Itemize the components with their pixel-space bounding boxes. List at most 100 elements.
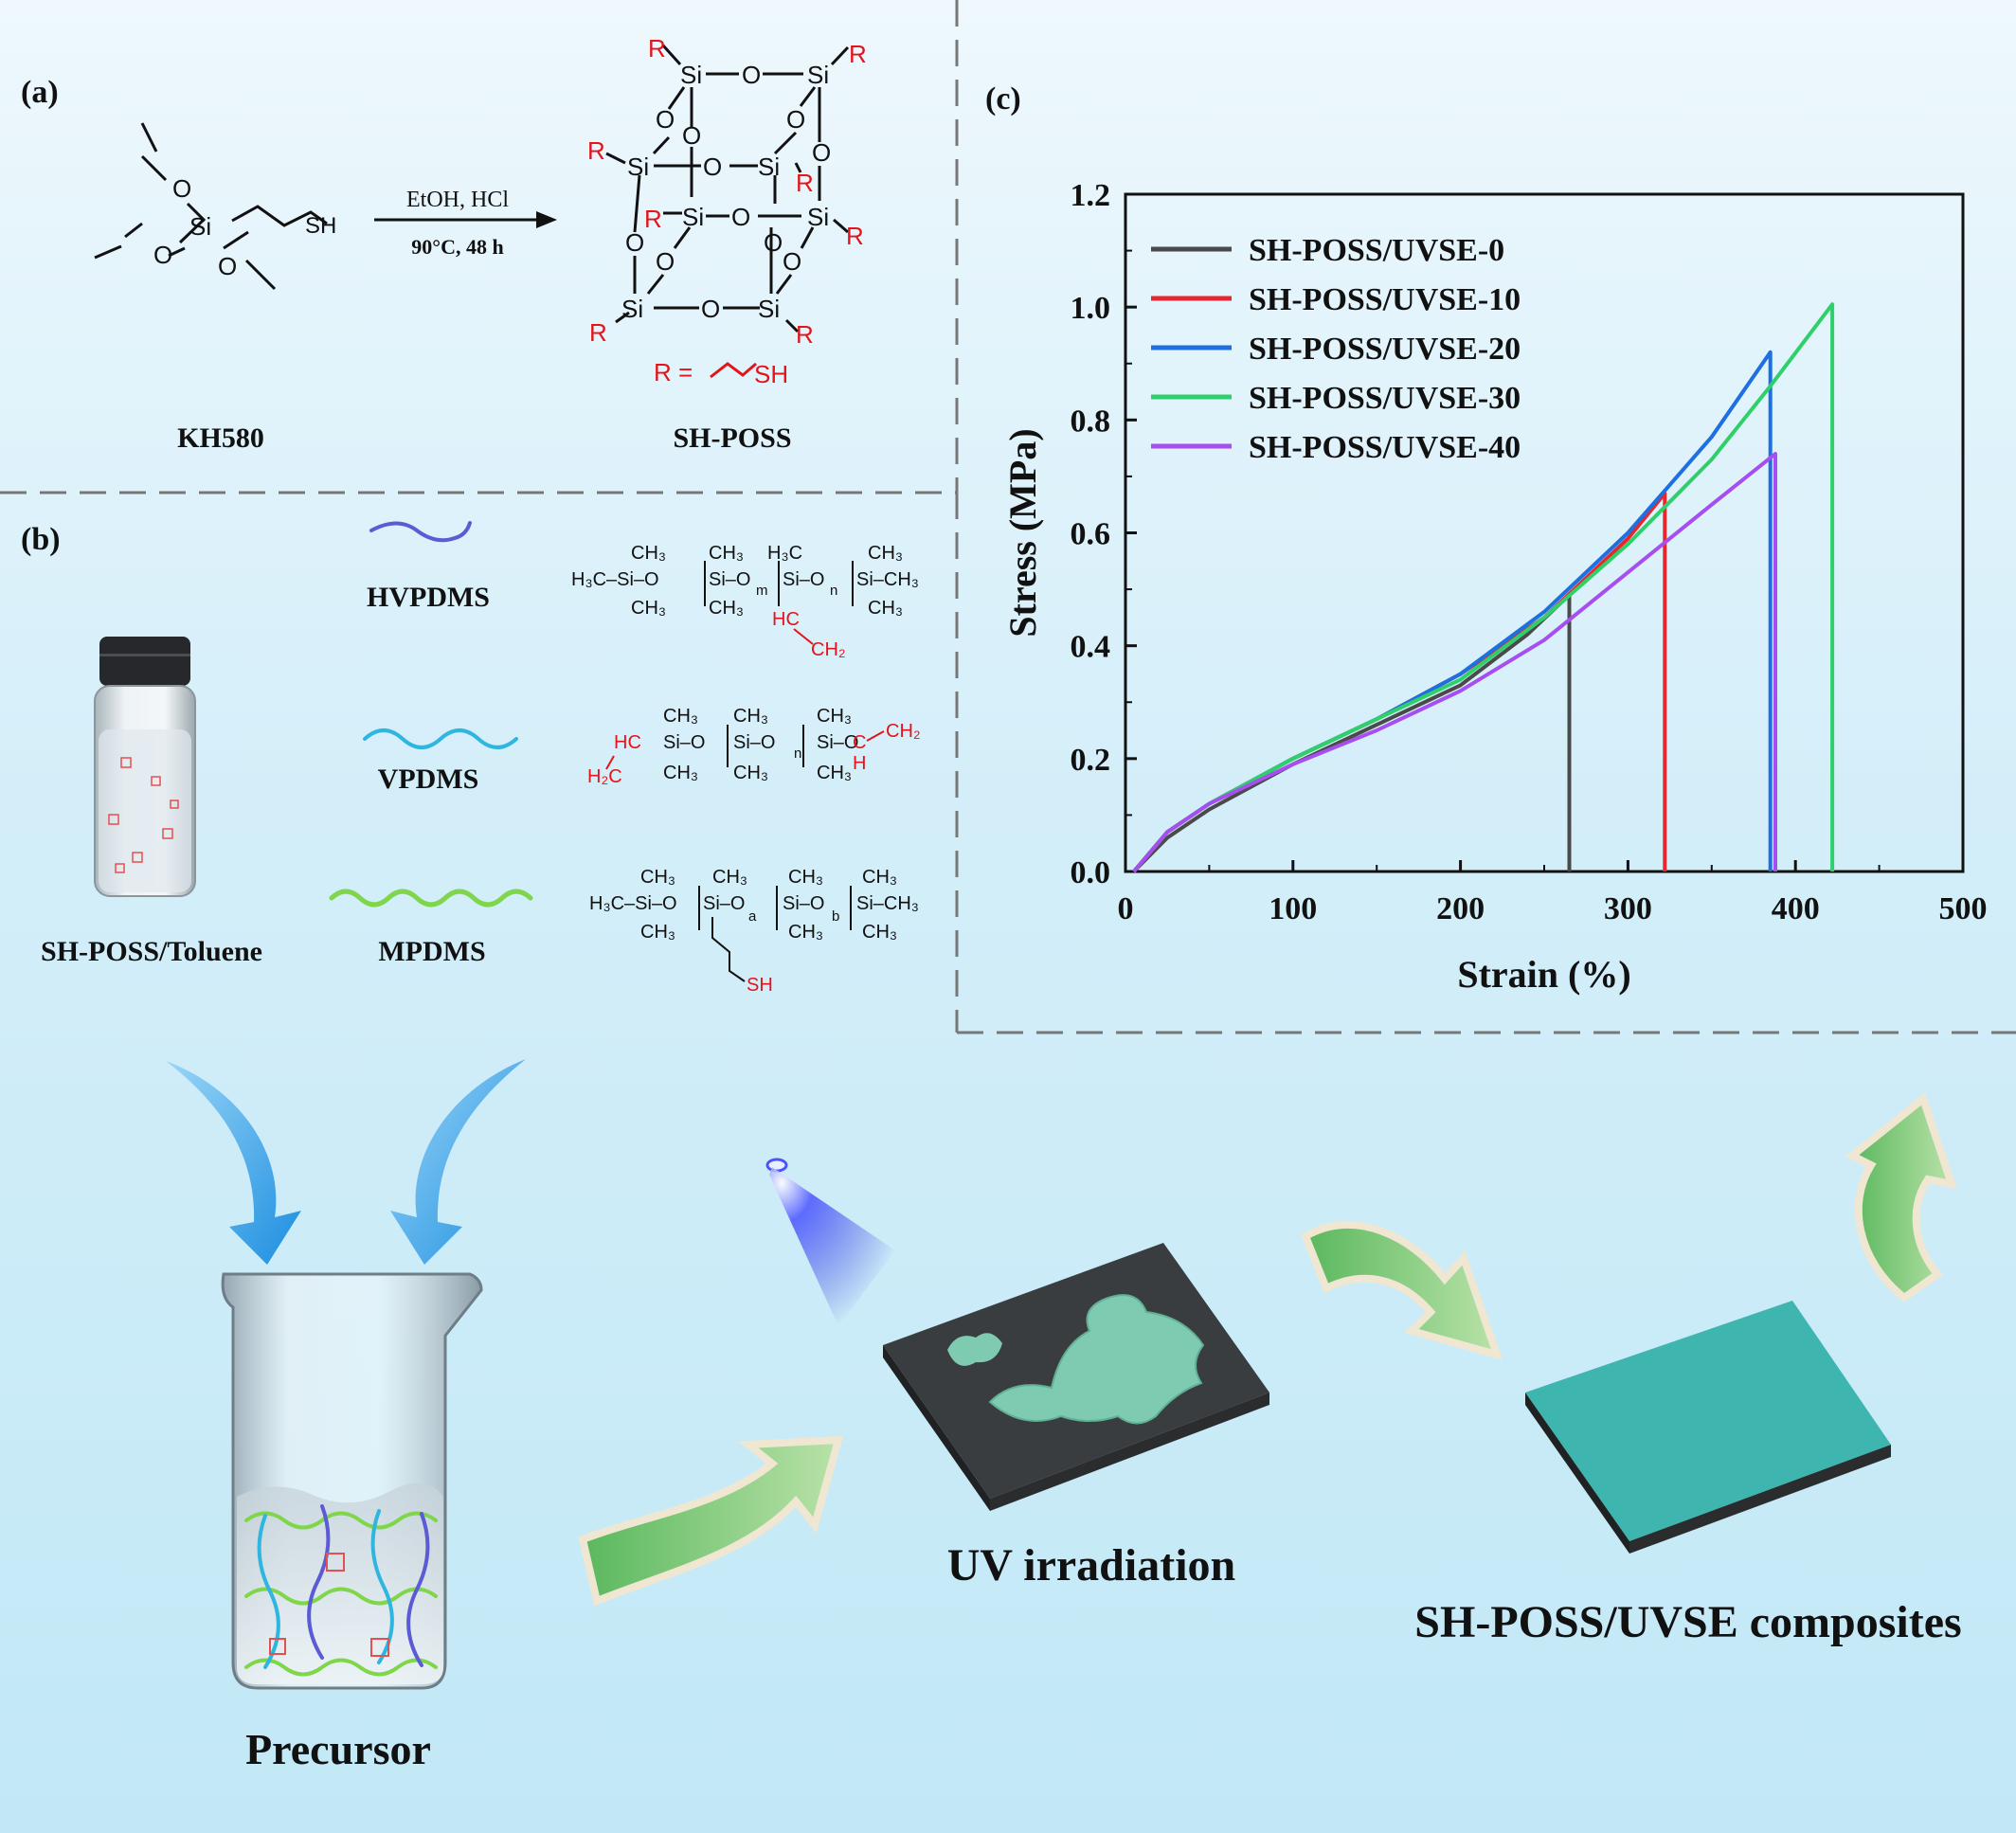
hvpdms-ch3-top: CH₃: [631, 543, 666, 564]
hvpdms-mid2: Si–O: [783, 569, 824, 590]
cage-si: Si: [758, 295, 780, 323]
cage-si: Si: [807, 203, 829, 231]
blue-arrow-left-icon: [166, 1061, 301, 1265]
series-line-sh-poss-uvse-0: [1132, 593, 1572, 873]
vpdms-right-ch2: CH₂: [886, 721, 921, 742]
y-tick-label: 0.0: [1071, 855, 1111, 890]
kh580-silicon: Si: [189, 212, 211, 241]
hvpdms-label: HVPDMS: [367, 582, 490, 613]
hvpdms-m: m: [756, 583, 768, 599]
uv-lamp-icon: [765, 1158, 895, 1326]
r-group-chain: [710, 362, 757, 379]
blue-arrow-right-icon: [390, 1059, 526, 1265]
panel-b-label: (b): [21, 522, 61, 557]
cage-si: Si: [621, 295, 643, 323]
kh580-oxygen-right: O: [218, 252, 237, 280]
reaction-arrowhead: [536, 211, 557, 228]
vpdms-ch3-b: CH₃: [663, 763, 698, 783]
mpdms-ch3-d: CH₃: [788, 867, 823, 888]
x-tick-label: 300: [1604, 891, 1652, 926]
vpdms-left-hc: HC: [614, 732, 641, 753]
vpdms-ch3-d: CH₃: [733, 763, 768, 783]
cage-r-group: R: [796, 169, 814, 197]
cage-o: O: [786, 105, 805, 134]
panel-a-label: (a): [21, 75, 59, 110]
mpdms-ch3-f: CH₃: [862, 867, 897, 888]
cage-o: O: [812, 138, 831, 167]
hvpdms-n: n: [830, 583, 837, 599]
x-tick-label: 100: [1269, 891, 1317, 926]
y-tick-label: 0.2: [1071, 743, 1111, 778]
vial-label: SH-POSS/Toluene: [41, 936, 262, 967]
vpdms-si1: Si–O: [663, 732, 705, 753]
cage-o: O: [783, 247, 801, 276]
r-group-thiol: SH: [754, 360, 788, 388]
vpdms-ch3-f: CH₃: [817, 763, 852, 783]
sh-poss-label: SH-POSS: [673, 422, 791, 454]
vpdms-formula: HC H₂C Si–O CH₃ CH₃ Si–O CH₃ CH₃ n Si–O …: [587, 706, 921, 787]
vpdms-left-h2c: H₂C: [587, 766, 622, 787]
r-group-definition: R =: [654, 358, 693, 386]
cage-o: O: [764, 228, 783, 257]
hvpdms-ch3-bottom3: CH₃: [868, 598, 903, 619]
uv-substrate-plate: [883, 1243, 1269, 1511]
sh-poss-atoms: Si O Si O O O O Si O Si Si O Si O O O O …: [587, 34, 867, 349]
mpdms-ch3-g: CH₃: [862, 922, 897, 943]
mpdms-chain-icon: [329, 889, 533, 908]
panel-a: (a) O Si O O SH KH580 EtOH, HCl 90°C, 48…: [21, 34, 867, 454]
vpdms-right-h: H: [853, 753, 866, 774]
sh-poss-toluene-vial: [94, 637, 196, 897]
legend-label: SH-POSS/UVSE-10: [1249, 282, 1521, 317]
cage-r-group: R: [589, 318, 607, 347]
hvpdms-h3c: H₃C: [767, 543, 802, 564]
mpdms-label: MPDMS: [378, 936, 485, 967]
mpdms-ch3-a: CH₃: [640, 867, 675, 888]
composite-sheet: [1525, 1301, 1891, 1554]
precursor-beaker: [221, 1272, 483, 1690]
cage-si: Si: [758, 153, 780, 181]
reaction-conditions-top: EtOH, HCl: [406, 188, 509, 212]
composite-label: SH-POSS/UVSE composites: [1414, 1597, 1961, 1647]
hvpdms-mid1: Si–O: [709, 569, 750, 590]
hvpdms-ch3-top2: CH₃: [709, 543, 744, 564]
legend-label: SH-POSS/UVSE-0: [1249, 233, 1504, 268]
hvpdms-right: Si–CH₃: [856, 569, 919, 590]
hvpdms-chain-icon: [369, 521, 472, 543]
kh580-oxygen-top: O: [172, 174, 191, 203]
kh580-thiol: SH: [305, 213, 336, 239]
y-tick-label: 0.8: [1071, 404, 1111, 439]
green-arrow-1-icon: [578, 1435, 844, 1607]
mpdms-b: b: [832, 908, 839, 925]
uv-irradiation-label: UV irradiation: [947, 1540, 1235, 1590]
mpdms-formula: H₃C–Si–O CH₃ CH₃ Si–O CH₃ a Si–O CH₃ CH₃…: [589, 867, 919, 996]
cage-o: O: [656, 247, 675, 276]
cage-r-group: R: [849, 40, 867, 68]
cage-r-group: R: [648, 34, 666, 63]
hvpdms-formula: H₃C–Si–O CH₃ CH₃ Si–O CH₃ CH₃ m Si–O H₃C…: [571, 543, 919, 660]
cage-o: O: [731, 203, 750, 231]
mpdms-a: a: [748, 908, 757, 925]
green-arrow-3-icon: [1845, 1092, 1957, 1303]
vpdms-n: n: [794, 746, 801, 762]
mpdms-left: H₃C–Si–O: [589, 893, 677, 914]
reaction-conditions-bottom: 90°C, 48 h: [411, 235, 503, 259]
x-tick-label: 400: [1772, 891, 1820, 926]
vpdms-right-c: C: [853, 732, 866, 753]
sh-poss-cage: [605, 44, 850, 333]
hvpdms-ch3-bottom: CH₃: [631, 598, 666, 619]
legend-label: SH-POSS/UVSE-20: [1249, 332, 1521, 367]
panel-dividers: [0, 0, 2016, 1034]
green-arrow-2-icon: [1300, 1220, 1503, 1360]
kh580-oxygen-left: O: [153, 241, 172, 269]
vpdms-ch3-a: CH₃: [663, 706, 698, 727]
kh580-structure: [94, 122, 328, 291]
cage-r-group: R: [846, 222, 864, 250]
vpdms-si2: Si–O: [733, 732, 775, 753]
x-tick-label: 500: [1939, 891, 1988, 926]
cage-o: O: [682, 121, 701, 150]
cage-o: O: [703, 153, 722, 181]
cage-si: Si: [627, 153, 649, 181]
series-line-sh-poss-uvse-10: [1132, 491, 1667, 873]
cage-r-group: R: [796, 320, 814, 349]
